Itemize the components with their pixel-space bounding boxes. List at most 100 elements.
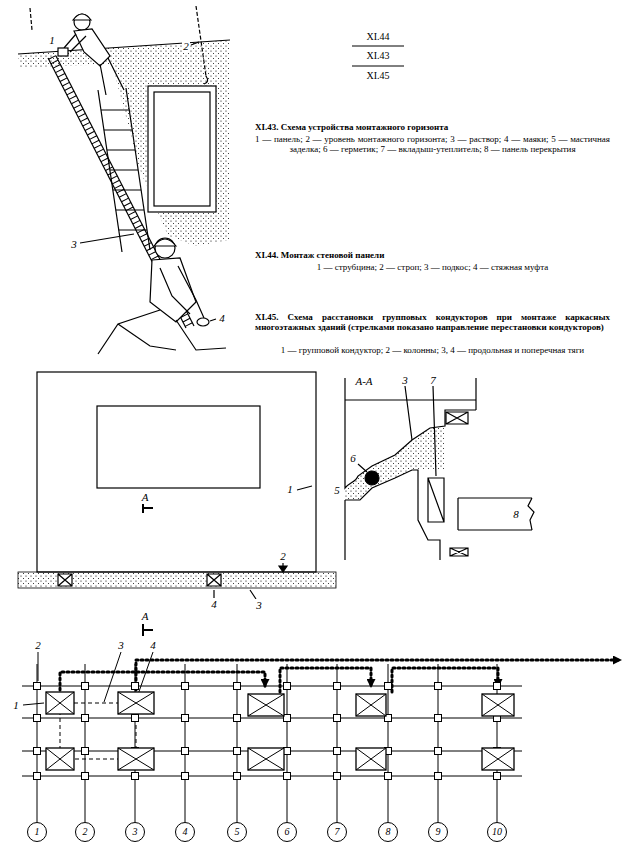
joint-section [345,470,440,560]
wall-panel-illustration [196,6,206,76]
group-conductor [356,748,386,770]
group-conductor [248,694,284,716]
group-conductor [482,748,514,770]
axis-number: 5 [235,827,240,837]
caption-legend: 1 — групповой кондуктор; 2 — колонны; 3,… [255,345,610,355]
wall-panel-illustration [98,90,122,252]
panel-elevation [58,574,72,586]
column-square [385,773,392,780]
panel-elevation [18,372,336,636]
column-square [34,748,41,755]
wall-panel-illustration [148,86,216,212]
axis-number: 3 [133,827,138,837]
column-square [34,715,41,722]
column-square [494,773,501,780]
column-square [234,773,241,780]
column-square [234,748,241,755]
group-conductor [118,692,154,714]
column-square [385,683,392,690]
column-square [334,773,341,780]
wall-panel-illustration [160,266,204,318]
axis-circle: 9 [428,822,448,842]
figure-number: XI.44 [366,31,389,43]
group-conductor [46,692,74,714]
figure-caption: XI.44. Монтаж стеновой панели [255,250,610,260]
group-conductor [248,694,284,716]
column-square [435,748,442,755]
group-conductor [118,748,154,770]
column-square [334,715,341,722]
joint-section [446,412,468,424]
figure-caption: XI.45. Схема расстановки групповых конду… [255,312,610,332]
callout-number: 1 [48,34,56,46]
section-mark: А [141,491,150,503]
column-square [132,773,139,780]
panel-elevation [143,624,153,636]
group-conductor [118,748,154,770]
column-square [182,683,189,690]
joint-section [458,498,534,530]
conductor-plan [136,660,620,690]
column-square [82,683,89,690]
axis-circle: 5 [227,822,247,842]
callout-number: 1 [12,699,20,711]
panel-elevation [97,406,260,488]
panel-elevation [297,486,312,490]
column-square [435,773,442,780]
panel-elevation [207,574,221,586]
wall-panel-illustration [204,76,208,84]
callout-number: 2 [279,550,287,562]
callout-number: 8 [512,508,520,520]
joint-section [450,548,468,556]
callout-number: 6 [349,452,357,464]
conductor-plan [60,660,620,692]
joint-section [345,378,534,560]
caption-legend: 1 — струбцина; 2 — строп; 3 — подкос; 4 … [255,262,610,272]
section-mark: А [141,610,150,622]
column-square [34,773,41,780]
panel-elevation [143,504,153,513]
axis-number: 7 [335,827,340,837]
column-square [284,773,291,780]
callout-number: 2 [34,639,42,651]
axis-number: 6 [285,827,290,837]
wall-panel-illustration [74,14,90,30]
wall-panel-illustration [30,8,32,30]
figure-number: XI.43 [366,50,389,62]
callout-number: 3 [70,238,78,250]
joint-section [345,400,476,488]
wall-panel-illustration [74,29,110,66]
group-conductor [118,692,154,714]
figure-number-key [352,46,404,66]
wall-panel-illustration [18,6,230,354]
figure-number: XI.45 [366,70,389,82]
axis-circle: 10 [487,822,507,842]
conductor-plan [392,668,498,692]
wall-panel-illustration [98,310,226,354]
group-conductor [248,748,284,770]
group-conductor [248,748,284,770]
wall-panel-illustration [18,40,230,246]
figure-number-key [352,66,404,67]
column-square [182,748,189,755]
figure-number-key [352,46,404,47]
column-square [435,683,442,690]
callout-number: 3 [401,374,409,386]
column-square [234,715,241,722]
group-conductor [482,694,514,716]
callout-number: 3 [255,599,263,611]
axis-circle: 1 [27,822,47,842]
callout-number: 3 [117,639,125,651]
callout-number: 4 [218,312,226,324]
wall-panel-illustration [197,318,209,326]
panel-elevation [18,572,336,588]
panel-elevation [214,590,256,599]
callout-number: 1 [286,483,294,495]
axis-number: 8 [386,827,391,837]
wall-panel-illustration [100,58,124,95]
group-conductor [46,748,74,770]
axis-circle: 6 [277,822,297,842]
group-conductor [482,694,514,716]
axis-number: 10 [492,827,502,837]
